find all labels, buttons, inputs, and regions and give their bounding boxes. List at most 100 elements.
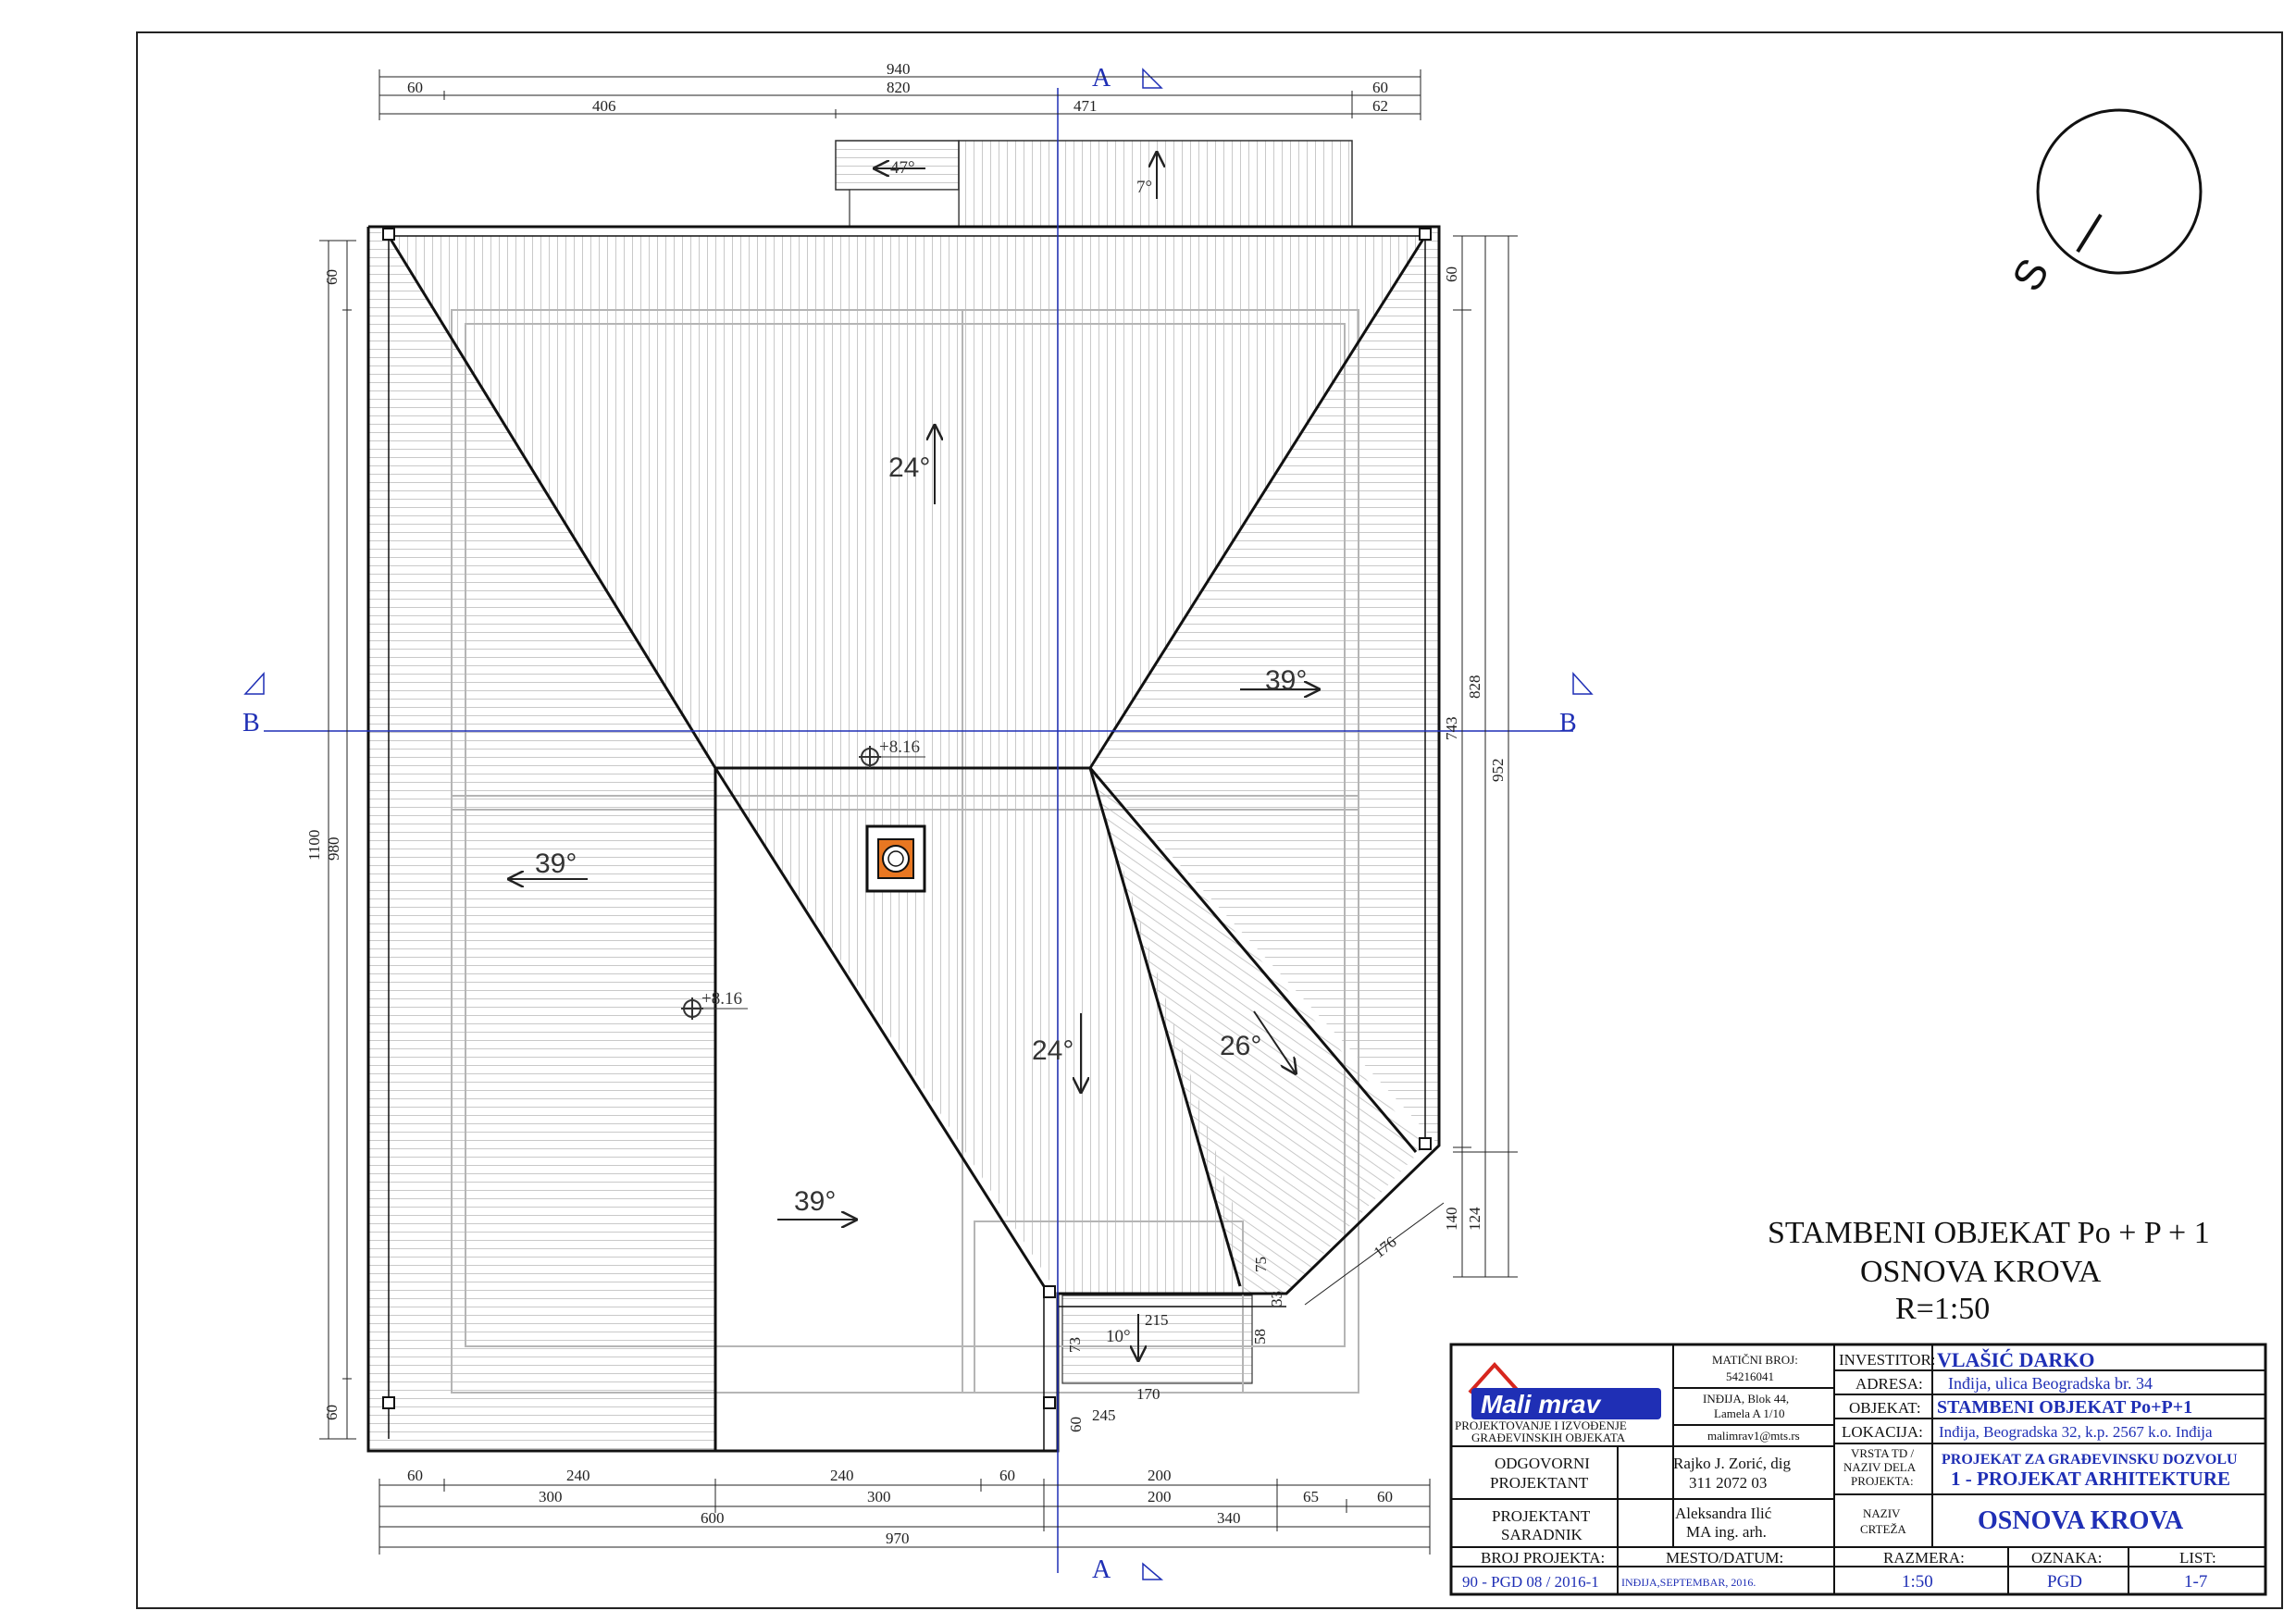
dim-label: 240 [566,1467,590,1484]
objekat-label: OBJEKAT: [1849,1399,1921,1417]
dim-label: 743 [1443,717,1460,741]
drawing-scale: R=1:50 [1895,1292,1990,1326]
dim-label: 60 [1443,266,1460,282]
dim-label: 75 [1252,1257,1270,1272]
angle-label: 24° [888,452,930,483]
adresa-label: ADRESA: [1855,1375,1923,1393]
adresa-value: Inđija, ulica Beogradska br. 34 [1948,1374,2153,1393]
dim-label: 176 [1371,1233,1400,1261]
dim-label: 245 [1092,1406,1116,1424]
dim-label: 62 [1372,97,1388,115]
dim-label: 820 [887,79,911,96]
odgovorni-name: Rajko J. Zorić, dig [1673,1455,1792,1472]
dim-label: 60 [407,79,423,96]
vrsta-label: PROJEKTA: [1851,1474,1914,1488]
dim-label: 60 [1377,1488,1393,1505]
north-label: S [2003,250,2058,299]
building-outline-below [451,309,1359,1394]
maticni-value: 54216041 [1726,1369,1774,1383]
slope-arrows [509,153,1319,1360]
elevation-label: +8.16 [879,737,920,757]
odgovorni-label: ODGOVORNI [1495,1455,1590,1472]
svg-text:Mali mrav: Mali mrav [1481,1390,1602,1419]
angle-label: 26° [1220,1031,1261,1061]
elevation-marks [681,746,925,1020]
dim-label: 406 [592,97,616,115]
investitor-label: INVESTITOR: [1839,1351,1936,1369]
odgovorni-label: PROJEKTANT [1490,1474,1589,1492]
naziv-label: NAZIV [1863,1506,1901,1520]
dormer-right [958,140,1353,228]
company-line2: GRAĐEVINSKIH OBJEKATA [1471,1431,1626,1444]
roof-planes [368,140,1439,1451]
saradnik-label: SARADNIK [1501,1526,1583,1543]
odgovorni-license: 311 2072 03 [1689,1474,1767,1492]
dim-label: 240 [830,1467,854,1484]
oznaka-value: PGD [2047,1572,2082,1592]
dim-label: 970 [886,1530,910,1547]
roof-plane-east [1090,227,1439,1146]
company-line1: PROJEKTOVANJE I IZVOĐENJE [1455,1419,1627,1432]
dim-label: 73 [1066,1337,1084,1353]
vrsta-value: 1 - PROJEKAT ARHITEKTURE [1951,1468,2230,1490]
dim-label: 980 [325,837,342,861]
angle-label: 39° [794,1186,836,1217]
north-indicator-icon [2036,108,2203,275]
dim-label: 300 [867,1488,891,1505]
canopy-south [1061,1295,1253,1384]
naziv-label: CRTEŽA [1860,1522,1906,1536]
objekat-value: STAMBENI OBJEKAT Po+P+1 [1937,1397,2192,1418]
angle-label: 7° [1136,178,1152,197]
angle-label: 47° [890,158,915,178]
dim-label: 300 [539,1488,563,1505]
saradnik-title: MA ing. arh. [1686,1523,1767,1541]
title-block [1449,1343,2267,1596]
lokacija-value: Inđija, Beogradska 32, k.p. 2567 k.o. In… [1939,1423,2213,1441]
address-line2: Lamela A 1/10 [1714,1406,1785,1420]
mesto-label: MESTO/DATUM: [1666,1549,1783,1567]
razmera-label: RAZMERA: [1883,1549,1965,1567]
broj-value: 90 - PGD 08 / 2016-1 [1462,1573,1599,1591]
dim-label: 140 [1443,1208,1460,1232]
dim-label: 60 [323,1405,341,1420]
dim-label: 124 [1466,1207,1483,1231]
roof-outline [366,225,1441,1453]
broj-label: BROJ PROJEKTA: [1481,1549,1605,1567]
razmera-value: 1:50 [1902,1572,1933,1592]
dim-label: 828 [1466,675,1483,700]
dim-label: 200 [1148,1488,1172,1505]
company-email: malimrav1@mts.rs [1707,1429,1800,1443]
angle-label: 10° [1106,1327,1131,1346]
saradnik-label: PROJEKTANT [1492,1507,1591,1525]
dim-label: 200 [1148,1467,1172,1484]
section-lines [243,68,1594,1580]
maticni-label: MATIČNI BROJ: [1712,1353,1798,1367]
dim-label: 340 [1217,1509,1241,1527]
dim-label: 215 [1145,1311,1169,1329]
angle-label: 39° [1265,665,1307,696]
chimney-icon [865,824,926,893]
lokacija-label: LOKACIJA: [1842,1423,1923,1441]
address-line1: INĐIJA, Blok 44, [1703,1392,1789,1406]
section-a-top-label: A [1092,64,1111,93]
section-b-left-label: B [242,709,260,737]
drawing-subtitle: OSNOVA KROVA [1860,1255,2102,1289]
dimension-lines [319,69,1518,1555]
drawing-title: STAMBENI OBJEKAT Po + P + 1 [1768,1216,2210,1250]
dim-label: 60 [323,269,341,285]
dim-label: 60 [1372,79,1388,96]
angle-label: 24° [1032,1035,1074,1066]
corner-posts [382,228,1432,1409]
oznaka-label: OZNAKA: [2031,1549,2103,1567]
naziv-value: OSNOVA KROVA [1978,1506,2184,1535]
dim-label: 952 [1489,759,1507,783]
mesto-value: INĐIJA,SEPTEMBAR, 2016. [1621,1576,1756,1589]
investitor-value: VLAŠIĆ DARKO [1937,1348,2095,1371]
elevation-label: +8.16 [701,989,742,1009]
vrsta-label: NAZIV DELA [1843,1460,1917,1474]
dim-label: 170 [1136,1385,1160,1403]
dim-label: 60 [1067,1417,1085,1432]
vrsta-label: VRSTA TD / [1851,1446,1914,1460]
vrsta-value: PROJEKAT ZA GRAĐEVINSKU DOZVOLU [1942,1452,2238,1468]
